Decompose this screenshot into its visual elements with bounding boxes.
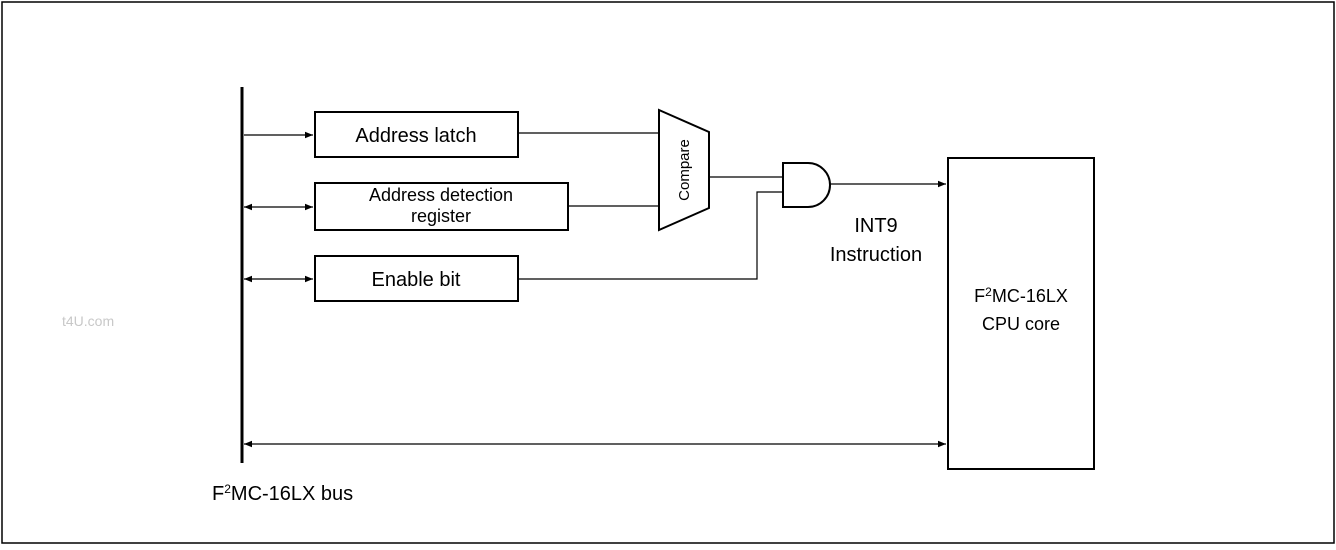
enable-to-gate-line	[518, 191, 783, 280]
address-latch-block	[314, 111, 519, 158]
compare-label: Compare	[676, 139, 693, 201]
int9-label: INT9	[854, 215, 897, 237]
cpu-core-label-line2: CPU core	[982, 314, 1060, 334]
and-gate	[782, 162, 831, 208]
enable-bit-label: Enable bit	[372, 269, 461, 291]
address-latch-label: Address latch	[355, 125, 476, 147]
address-detection-label-line2: register	[411, 206, 471, 226]
compare-block	[658, 108, 710, 232]
cpu-core-label-line1: F2MC-16LX	[974, 285, 1068, 306]
bus-label: F2MC-16LX bus	[212, 482, 353, 505]
watermark-text: t4U.com	[62, 313, 114, 329]
cpu-core-block	[947, 157, 1095, 470]
address-detection-register-block	[314, 182, 569, 231]
instruction-label: Instruction	[830, 244, 922, 266]
address-detection-label-line1: Address detection	[369, 185, 513, 205]
